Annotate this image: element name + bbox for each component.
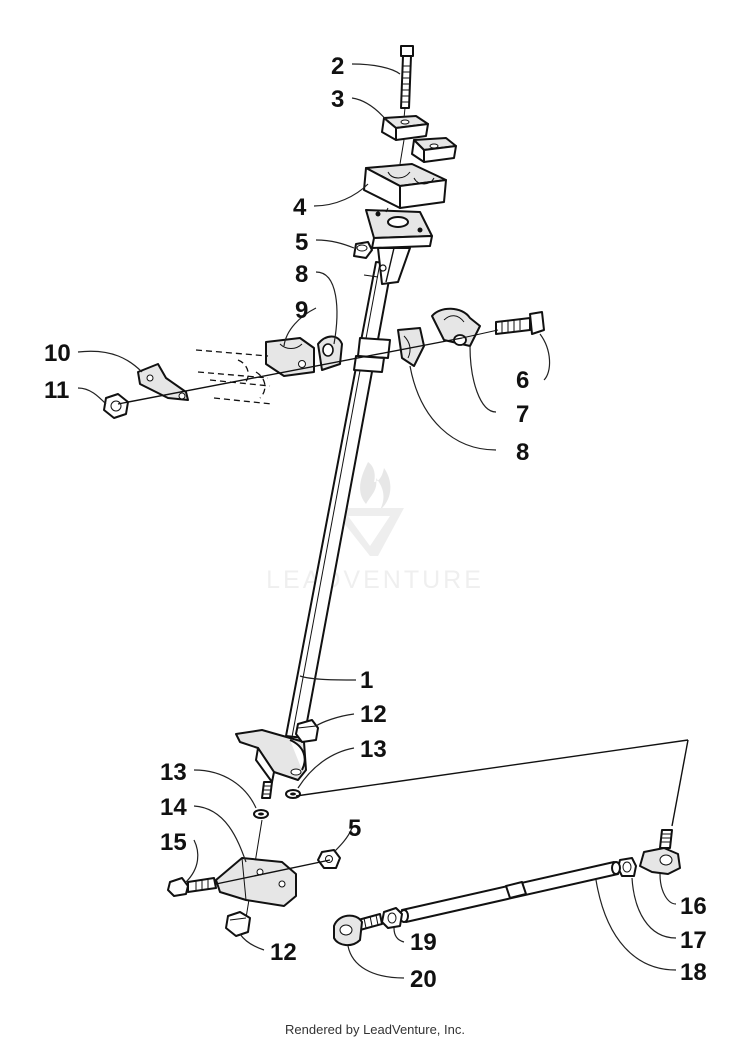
callout-5-lower: 5 bbox=[348, 815, 361, 842]
callout-19: 19 bbox=[410, 929, 437, 956]
callout-13-left: 13 bbox=[160, 759, 187, 786]
callout-17: 17 bbox=[680, 927, 707, 954]
tie-rod-end-20 bbox=[333, 913, 383, 946]
jam-nut-17 bbox=[617, 857, 637, 877]
callout-16: 16 bbox=[680, 893, 707, 920]
steering-plate bbox=[365, 209, 433, 285]
clamp-7 bbox=[431, 307, 481, 347]
tie-rod-end-16 bbox=[639, 829, 681, 875]
watermark-text: LEADVENTURE bbox=[266, 566, 484, 594]
nut-5-upper bbox=[353, 241, 373, 259]
callout-18: 18 bbox=[680, 959, 707, 986]
handlebar-phantom bbox=[195, 349, 273, 405]
callout-10: 10 bbox=[44, 340, 71, 367]
nut-12-lower bbox=[225, 911, 251, 937]
clamp-3b bbox=[411, 137, 457, 163]
bolt-6 bbox=[495, 311, 545, 335]
bracket-14 bbox=[215, 857, 297, 907]
watermark-logo: LEADVENTURE bbox=[266, 462, 484, 594]
footer-credit: Rendered by LeadVenture, Inc. bbox=[285, 1022, 465, 1037]
callout-6: 6 bbox=[516, 367, 529, 394]
bolt-2 bbox=[400, 45, 414, 109]
callout-15: 15 bbox=[160, 829, 187, 856]
callout-7: 7 bbox=[516, 401, 529, 428]
clamp-9 bbox=[265, 337, 315, 377]
callout-1: 1 bbox=[360, 667, 373, 694]
callout-3: 3 bbox=[331, 86, 344, 113]
block-4 bbox=[363, 163, 447, 209]
bracket-10 bbox=[137, 363, 189, 401]
callout-9: 9 bbox=[295, 297, 308, 324]
callout-20: 20 bbox=[410, 966, 437, 993]
callout-14: 14 bbox=[160, 794, 187, 821]
callout-11: 11 bbox=[44, 377, 69, 404]
nut-11 bbox=[103, 393, 129, 419]
bolt-15 bbox=[167, 877, 217, 897]
tie-rod-18 bbox=[399, 861, 621, 923]
nut-12-upper bbox=[295, 719, 319, 743]
callout-8-right: 8 bbox=[516, 439, 529, 466]
steering-post bbox=[285, 261, 393, 739]
callout-8-left: 8 bbox=[295, 261, 308, 288]
jam-nut-19 bbox=[381, 907, 403, 929]
callout-12-upper: 12 bbox=[360, 701, 387, 728]
callout-2: 2 bbox=[331, 53, 344, 80]
nut-5-lower bbox=[317, 849, 341, 869]
clamp-8-right bbox=[397, 327, 425, 367]
clamp-3 bbox=[381, 115, 429, 141]
stud bbox=[261, 781, 273, 799]
callout-4: 4 bbox=[293, 194, 307, 221]
callout-13-right: 13 bbox=[360, 736, 387, 763]
callout-leaders bbox=[77, 63, 677, 979]
callout-5-upper: 5 bbox=[295, 229, 308, 256]
callout-12-lower: 12 bbox=[270, 939, 297, 966]
